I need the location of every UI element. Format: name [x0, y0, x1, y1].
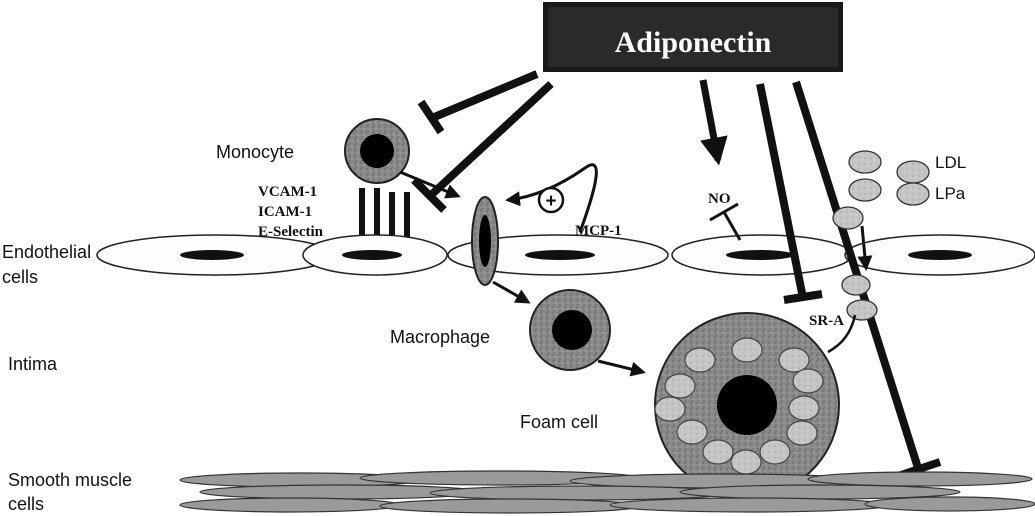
- smooth-muscle-layer: [180, 471, 1035, 513]
- transmigrating-monocyte: [472, 197, 498, 285]
- inhibit-monocyte-line: [421, 74, 537, 132]
- macrophage-cell: [530, 290, 610, 370]
- vcam-label: VCAM-1: [258, 184, 317, 200]
- foam-cell: [655, 313, 839, 497]
- adhesion-molecule-bars: [359, 188, 410, 240]
- no-label: NO: [708, 191, 731, 207]
- endothelial-label-1: Endothelial: [2, 242, 91, 262]
- lpa-label: LPa: [935, 184, 966, 203]
- foam-cell-label: Foam cell: [520, 412, 598, 432]
- adiponectin-label: Adiponectin: [615, 26, 772, 59]
- mcp1-label: MCP-1: [575, 223, 622, 239]
- to-macrophage-arrow: [493, 282, 528, 302]
- monocyte-label: Monocyte: [216, 142, 294, 162]
- to-foam-cell-arrow: [598, 361, 643, 372]
- adiponectin-box: Adiponectin: [543, 2, 843, 72]
- plus-label: +: [545, 191, 556, 212]
- endothelial-label-2: cells: [2, 267, 38, 287]
- monocyte-cell: [345, 119, 409, 183]
- adiponectin-to-no-arrow: [703, 80, 718, 160]
- intima-label: Intima: [8, 354, 58, 374]
- plus-symbol: +: [539, 188, 563, 212]
- sra-label: SR-A: [809, 313, 844, 329]
- macrophage-label: Macrophage: [390, 327, 490, 347]
- smooth-muscle-label-2: cells: [8, 494, 44, 514]
- no-inhibit-endothelium: [710, 204, 740, 240]
- smooth-muscle-label-1: Smooth muscle: [8, 470, 132, 490]
- inhibit-adhesion-line: [414, 84, 551, 210]
- ldl-label: LDL: [935, 153, 966, 172]
- icam-label: ICAM-1: [258, 204, 312, 220]
